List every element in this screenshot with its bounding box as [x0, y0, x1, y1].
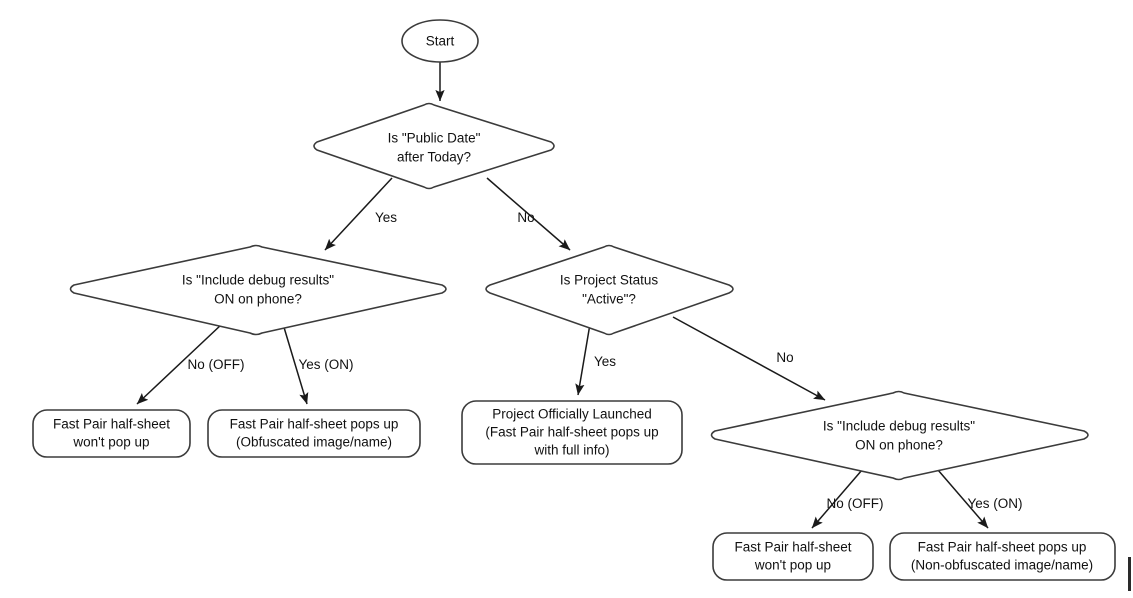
edge-debug-right-yes	[937, 469, 989, 529]
node-debug-results-right-decision[interactable]: Is "Include debug results" ON on phone?	[710, 390, 1089, 481]
edge-label-project-status-yes: Yes	[594, 354, 616, 369]
node-start[interactable]: Start	[401, 19, 479, 63]
node-debug-results-right-line1: Is "Include debug results"	[823, 419, 975, 434]
edge-debug-left-yes	[282, 323, 309, 405]
node-debug-results-right-line2: ON on phone?	[855, 438, 943, 453]
edge-debug-right-no	[811, 469, 863, 529]
node-result-obfuscated-line1: Fast Pair half-sheet pops up	[230, 417, 399, 432]
node-public-date-decision[interactable]: Is "Public Date" after Today?	[313, 102, 555, 190]
edge-label-debug-left-no: No (OFF)	[188, 357, 245, 372]
edge-project-status-yes	[575, 323, 591, 396]
edge-public-date-no	[486, 177, 571, 251]
node-debug-results-left-decision[interactable]: Is "Include debug results" ON on phone?	[69, 244, 447, 336]
edge-label-debug-right-no: No (OFF)	[827, 496, 884, 511]
node-result-no-popup-left[interactable]: Fast Pair half-sheet won't pop up	[32, 409, 191, 458]
node-result-no-popup-left-line1: Fast Pair half-sheet	[53, 417, 170, 432]
edge-label-public-date-yes: Yes	[375, 210, 397, 225]
node-result-no-popup-left-line2: won't pop up	[72, 435, 149, 450]
node-project-status-line1: Is Project Status	[560, 273, 659, 288]
node-result-project-launched[interactable]: Project Officially Launched (Fast Pair h…	[461, 400, 683, 465]
node-public-date-line1: Is "Public Date"	[388, 131, 481, 146]
edge-label-debug-right-yes: Yes (ON)	[967, 496, 1022, 511]
node-result-project-launched-line2: (Fast Pair half-sheet pops up	[485, 425, 658, 440]
node-result-no-popup-right-line2: won't pop up	[754, 558, 831, 573]
image-edge-artifact	[1128, 557, 1131, 591]
node-result-project-launched-line1: Project Officially Launched	[492, 407, 652, 422]
node-result-no-popup-right[interactable]: Fast Pair half-sheet won't pop up	[712, 532, 874, 581]
edge-label-project-status-no: No	[776, 350, 793, 365]
node-public-date-line2: after Today?	[397, 150, 471, 165]
node-debug-results-left-line1: Is "Include debug results"	[182, 273, 334, 288]
node-result-no-popup-right-line1: Fast Pair half-sheet	[734, 540, 851, 555]
node-result-non-obfuscated-line2: (Non-obfuscated image/name)	[911, 558, 1093, 573]
edge-label-debug-left-yes: Yes (ON)	[298, 357, 353, 372]
edge-public-date-yes	[324, 177, 393, 251]
node-result-project-launched-line3: with full info)	[533, 443, 609, 458]
node-result-obfuscated-line2: (Obfuscated image/name)	[236, 435, 392, 450]
edge-debug-left-no	[136, 323, 223, 405]
node-result-non-obfuscated-line1: Fast Pair half-sheet pops up	[918, 540, 1087, 555]
edge-project-status-no	[672, 316, 826, 401]
edge-label-public-date-no: No	[517, 210, 534, 225]
node-project-status-line2: "Active"?	[582, 292, 636, 307]
node-result-non-obfuscated[interactable]: Fast Pair half-sheet pops up (Non-obfusc…	[889, 532, 1116, 581]
node-project-status-decision[interactable]: Is Project Status "Active"?	[485, 244, 734, 336]
node-debug-results-left-line2: ON on phone?	[214, 292, 302, 307]
node-result-obfuscated[interactable]: Fast Pair half-sheet pops up (Obfuscated…	[207, 409, 421, 458]
node-start-label: Start	[426, 34, 455, 49]
